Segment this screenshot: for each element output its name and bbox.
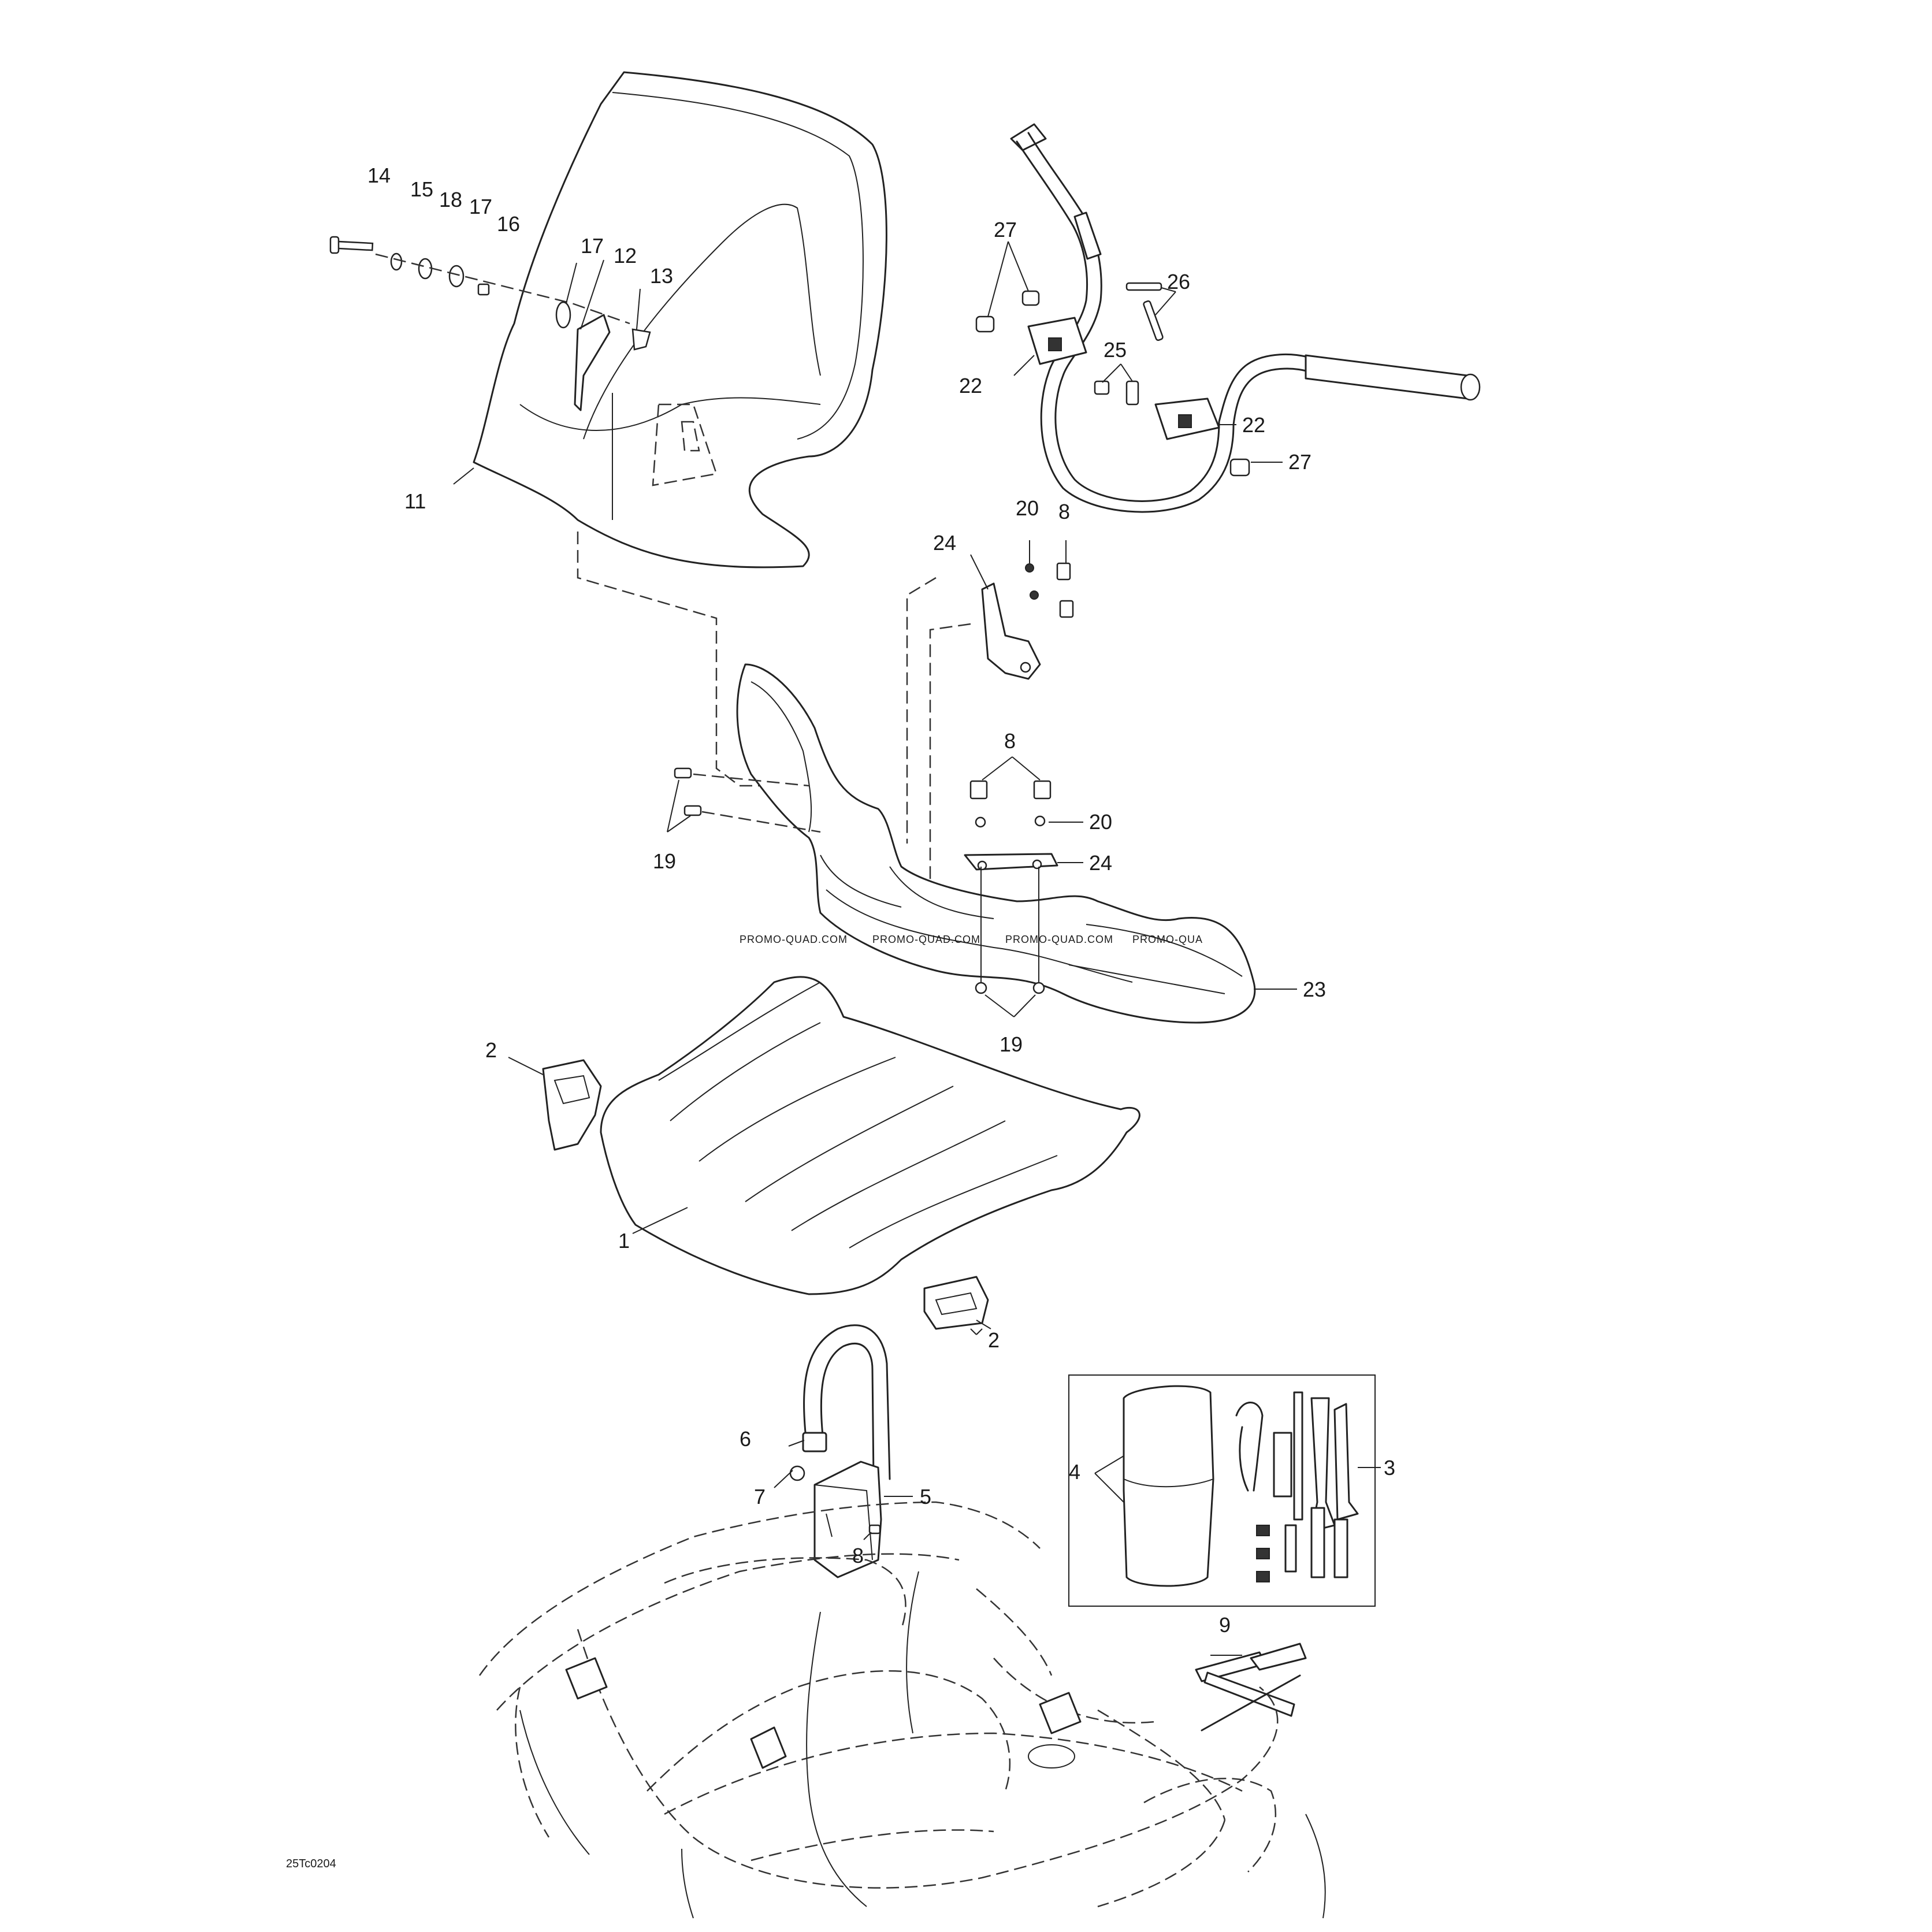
- leader-lines: [453, 241, 1381, 1656]
- callout-6: 6: [740, 1427, 751, 1451]
- callout-8: 8: [1058, 500, 1070, 523]
- watermark: PROMO-QUAD.COM: [1005, 934, 1113, 945]
- callout-3: 3: [1384, 1456, 1395, 1480]
- callout-8: 8: [1004, 729, 1016, 753]
- callout-4: 4: [1069, 1460, 1080, 1484]
- front-fairing: [736, 663, 1256, 1024]
- strap-and-holder: [789, 1324, 891, 1578]
- callout-20: 20: [1016, 496, 1039, 520]
- callout-24: 24: [1089, 851, 1112, 875]
- seat-latches: [542, 1059, 989, 1330]
- upper-bracket: [981, 562, 1074, 680]
- wrench: [1195, 1643, 1307, 1732]
- callout-22: 22: [959, 374, 982, 397]
- callout-13: 13: [650, 264, 673, 288]
- callout-2: 2: [485, 1038, 497, 1062]
- callout-11: 11: [404, 489, 426, 513]
- callout-18: 18: [439, 188, 462, 211]
- lower-bracket: [674, 767, 1058, 994]
- callout-12: 12: [614, 244, 637, 267]
- tool-kit-box: [1068, 1374, 1376, 1607]
- callout-16: 16: [497, 212, 520, 236]
- callout-9: 9: [1219, 1613, 1231, 1637]
- callout-15: 15: [410, 177, 433, 201]
- callout-20: 20: [1089, 810, 1112, 834]
- watermarks: PROMO-QUAD.COM PROMO-QUAD.COM PROMO-QUAD…: [740, 934, 1203, 945]
- callout-26: 26: [1167, 270, 1190, 293]
- callout-17: 17: [469, 195, 492, 218]
- callout-17: 17: [581, 234, 604, 258]
- callout-23: 23: [1303, 978, 1326, 1001]
- callout-27: 27: [994, 218, 1017, 242]
- figure-code: 25Tc0204: [286, 1857, 336, 1870]
- handlebar-clamps: [975, 282, 1250, 477]
- callout-14: 14: [367, 164, 391, 187]
- callout-5: 5: [920, 1485, 931, 1509]
- watermark: PROMO-QUAD.COM: [740, 934, 848, 945]
- callout-19: 19: [653, 849, 676, 873]
- watermark: PROMO-QUA: [1132, 934, 1203, 945]
- callout-25: 25: [1104, 338, 1127, 362]
- callout-19: 19: [1000, 1032, 1023, 1056]
- windshield-hardware: [329, 236, 651, 411]
- callout-labels: 14 15 18 17 16 17 12 13 11 27 26 25 22 2…: [367, 164, 1395, 1637]
- handlebar: [1010, 123, 1481, 513]
- callout-24: 24: [933, 531, 956, 555]
- callout-1: 1: [618, 1229, 630, 1253]
- callout-7: 7: [754, 1485, 766, 1509]
- callout-27: 27: [1288, 450, 1311, 474]
- seat-cover: [600, 976, 1140, 1295]
- vehicle-rear-frame: [478, 1501, 1326, 1919]
- windshield: [473, 71, 887, 569]
- callout-2: 2: [988, 1328, 1000, 1352]
- watermark: PROMO-QUAD.COM: [872, 934, 980, 945]
- callout-8: 8: [852, 1544, 864, 1567]
- callout-22: 22: [1242, 413, 1265, 437]
